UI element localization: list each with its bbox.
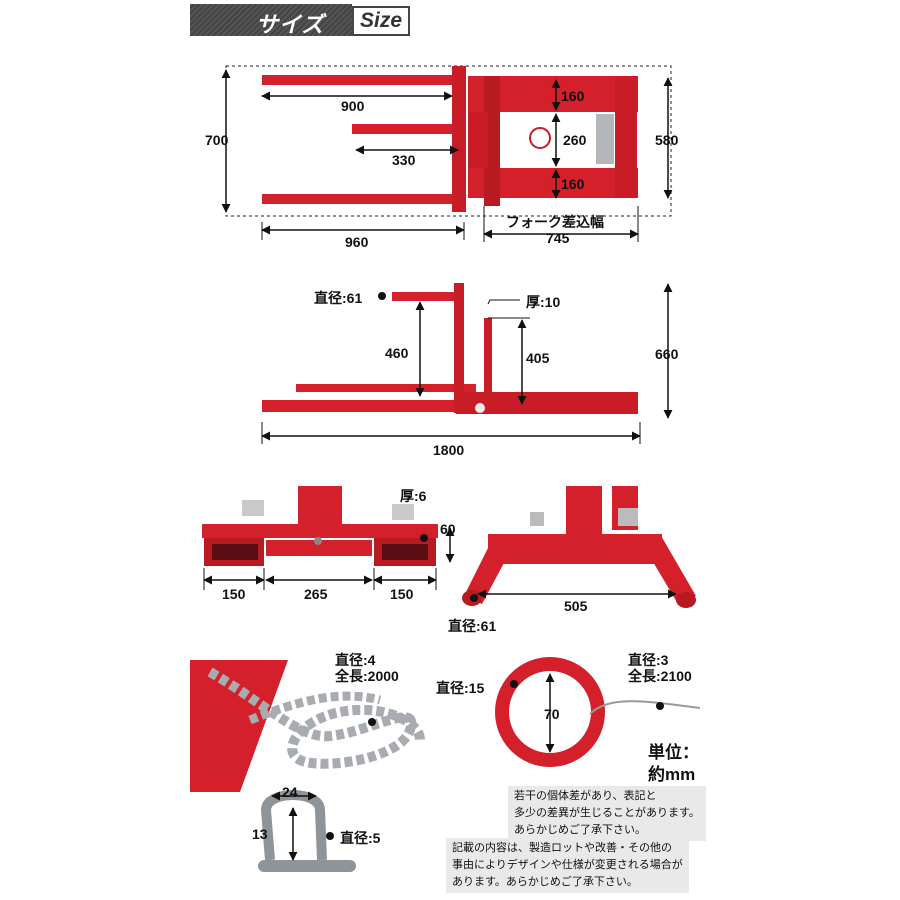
dim-70: 70: [544, 706, 560, 722]
note1-line-3: あらかじめご了承下さい。: [514, 824, 646, 836]
dim-160-bottom: 160: [561, 176, 585, 192]
header-title-jp: サイズ: [256, 12, 325, 37]
front-view-drawing: [202, 486, 455, 590]
dim-13: 13: [252, 826, 268, 842]
top-view-drawing: [221, 65, 673, 242]
dim-150-right: 150: [390, 586, 414, 602]
unit-line-1: 単位：: [648, 743, 699, 762]
dim-580: 580: [655, 132, 679, 148]
dim-900: 900: [341, 98, 365, 114]
dim-265: 265: [304, 586, 328, 602]
dim-150-left: 150: [222, 586, 246, 602]
ring-diameter: 直径:15: [436, 680, 485, 696]
dim-700: 700: [205, 132, 229, 148]
side-view-drawing: [261, 283, 673, 444]
disclaimer-note-2: 記載の内容は、製造ロットや改善・その他の 事由によりデザインや仕様が変更される場…: [446, 838, 689, 893]
dim-405: 405: [526, 350, 550, 366]
dim-505: 505: [564, 598, 588, 614]
dim-1800: 1800: [433, 442, 465, 458]
header-dark-band: [190, 4, 352, 36]
side-thickness: 厚:10: [526, 294, 561, 310]
dim-60: 60: [440, 521, 456, 537]
chain-drawing: [190, 660, 425, 792]
note1-line-2: 多少の差異が生じることがあります。: [514, 807, 700, 819]
wire-diameter: 直径:3: [628, 652, 669, 668]
unit-line-2: 約mm: [648, 765, 696, 784]
front-thickness: 厚:6: [400, 488, 427, 504]
side-tube-diameter: 直径:61: [314, 290, 363, 306]
chain-length: 全長:2000: [335, 668, 399, 684]
dim-745: 745: [546, 230, 570, 246]
fork-insert-width-label: フォーク差込幅: [506, 214, 604, 230]
dim-660: 660: [655, 346, 679, 362]
shackle-drawing: [258, 790, 356, 872]
dim-160-top: 160: [561, 88, 585, 104]
rear-view-drawing: [462, 486, 696, 608]
dim-330: 330: [392, 152, 416, 168]
dim-24: 24: [282, 784, 298, 800]
chain-diameter: 直径:4: [335, 652, 376, 668]
wire-length: 全長:2100: [628, 668, 692, 684]
size-header: サイズ Size: [190, 4, 410, 37]
note2-line-1: 記載の内容は、製造ロットや改善・その他の: [452, 842, 672, 854]
note2-line-3: あります。あらかじめご了承下さい。: [452, 876, 638, 888]
shackle-diameter: 直径:5: [340, 830, 381, 846]
unit-label: 単位： 約mm: [648, 742, 699, 786]
dim-260: 260: [563, 132, 587, 148]
note1-line-1: 若干の個体差があり、表記と: [514, 790, 657, 802]
rear-tube-diameter: 直径:61: [448, 618, 497, 634]
disclaimer-note-1: 若干の個体差があり、表記と 多少の差異が生じることがあります。 あらかじめご了承…: [508, 786, 706, 841]
dim-960: 960: [345, 234, 369, 250]
note2-line-2: 事由によりデザインや仕様が変更される場合が: [452, 859, 683, 871]
ring-drawing: [495, 657, 701, 767]
header-title-en: Size: [352, 6, 410, 36]
dim-460: 460: [385, 345, 409, 361]
